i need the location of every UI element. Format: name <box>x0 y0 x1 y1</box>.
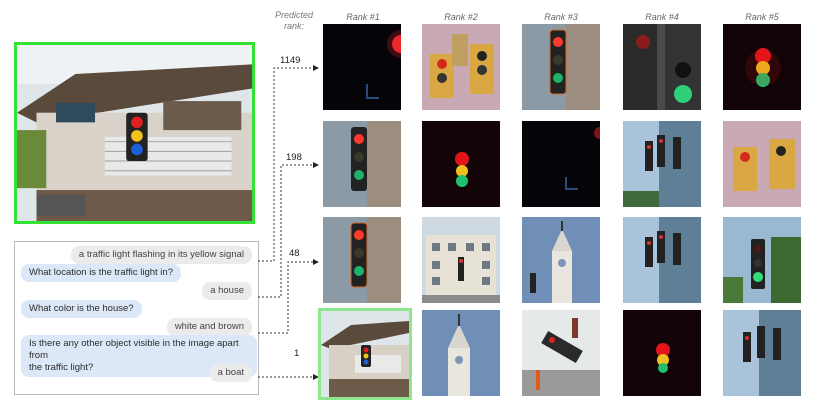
predicted-rank-value-4: 1 <box>294 348 300 359</box>
retrieved-image-r4-c5 <box>723 310 801 396</box>
retrieved-image-r1-c5 <box>723 24 801 110</box>
traffic-lights-glass-building-icon <box>623 217 701 303</box>
retrieved-image-r3-c5 <box>723 217 801 303</box>
predicted-rank-value-3: 48 <box>289 248 300 259</box>
traffic-light-building-icon <box>323 217 401 303</box>
retrieved-image-r2-c4 <box>623 121 701 207</box>
traffic-light-cluster-icon <box>723 121 801 207</box>
retrieved-image-r3-c2 <box>422 217 500 303</box>
rank-header-5: Rank #5 <box>745 12 779 22</box>
retrieved-image-r3-c4 <box>623 217 701 303</box>
connector-round-1 <box>258 65 319 262</box>
predicted-rank-value-2: 198 <box>286 152 302 163</box>
target-image <box>14 42 255 224</box>
retrieved-image-r4-c2 <box>422 310 500 396</box>
traffic-light-cluster-icon <box>422 24 500 110</box>
traffic-light-green-closeup-icon <box>623 24 701 110</box>
connector-round-2 <box>258 162 319 298</box>
retrieved-image-r1-c3 <box>522 24 600 110</box>
street-traffic-light-icon <box>522 310 600 396</box>
red-light-dark-icon <box>323 24 401 110</box>
answer-bubble-caption: a traffic light flashing in its yellow s… <box>70 246 252 264</box>
answer-bubble-2: white and brown <box>166 318 252 336</box>
question-bubble-2: What color is the house? <box>21 300 142 318</box>
rank-header-4: Rank #4 <box>645 12 679 22</box>
house-boat-photo-icon <box>17 45 252 221</box>
rank-header-3: Rank #3 <box>544 12 578 22</box>
retrieved-image-r1-c2 <box>422 24 500 110</box>
traffic-light-building-icon <box>323 121 401 207</box>
house-boat-icon <box>321 311 409 397</box>
apartment-building-icon <box>422 217 500 303</box>
retrieved-image-r2-c5 <box>723 121 801 207</box>
dark-night-icon <box>522 121 600 207</box>
retrieved-image-r4-c3 <box>522 310 600 396</box>
retrieved-image-r3-c3 <box>522 217 600 303</box>
church-tower-icon <box>522 217 600 303</box>
dialog-box: a traffic light flashing in its yellow s… <box>14 241 259 395</box>
traffic-light-night-icon <box>623 310 701 396</box>
traffic-light-green-trees-icon <box>723 217 801 303</box>
connector-round-3 <box>258 259 319 334</box>
question-bubble-1: What location is the traffic light in? <box>21 264 181 282</box>
retrieved-image-r1-c1 <box>323 24 401 110</box>
rank-header-2: Rank #2 <box>444 12 478 22</box>
traffic-light-night-icon <box>723 24 801 110</box>
answer-bubble-3: a boat <box>209 364 252 382</box>
predicted-rank-value-1: 1149 <box>280 55 301 66</box>
predicted-rank-label: Predicted rank: <box>274 10 314 31</box>
retrieved-image-r2-c2 <box>422 121 500 207</box>
rank-header-1: Rank #1 <box>346 12 380 22</box>
traffic-light-night-icon <box>422 121 500 207</box>
retrieved-image-r3-c1 <box>323 217 401 303</box>
church-tower-icon <box>422 310 500 396</box>
retrieved-image-r2-c3 <box>522 121 600 207</box>
retrieved-image-r4-c4 <box>623 310 701 396</box>
retrieved-image-r2-c1 <box>323 121 401 207</box>
traffic-lights-glass-building-icon <box>723 310 801 396</box>
retrieved-image-r1-c4 <box>623 24 701 110</box>
answer-bubble-1: a house <box>202 282 252 300</box>
retrieved-image-r4-c1-target-match <box>318 308 412 400</box>
traffic-lights-glass-building-icon <box>623 121 701 207</box>
traffic-light-building-icon <box>522 24 600 110</box>
